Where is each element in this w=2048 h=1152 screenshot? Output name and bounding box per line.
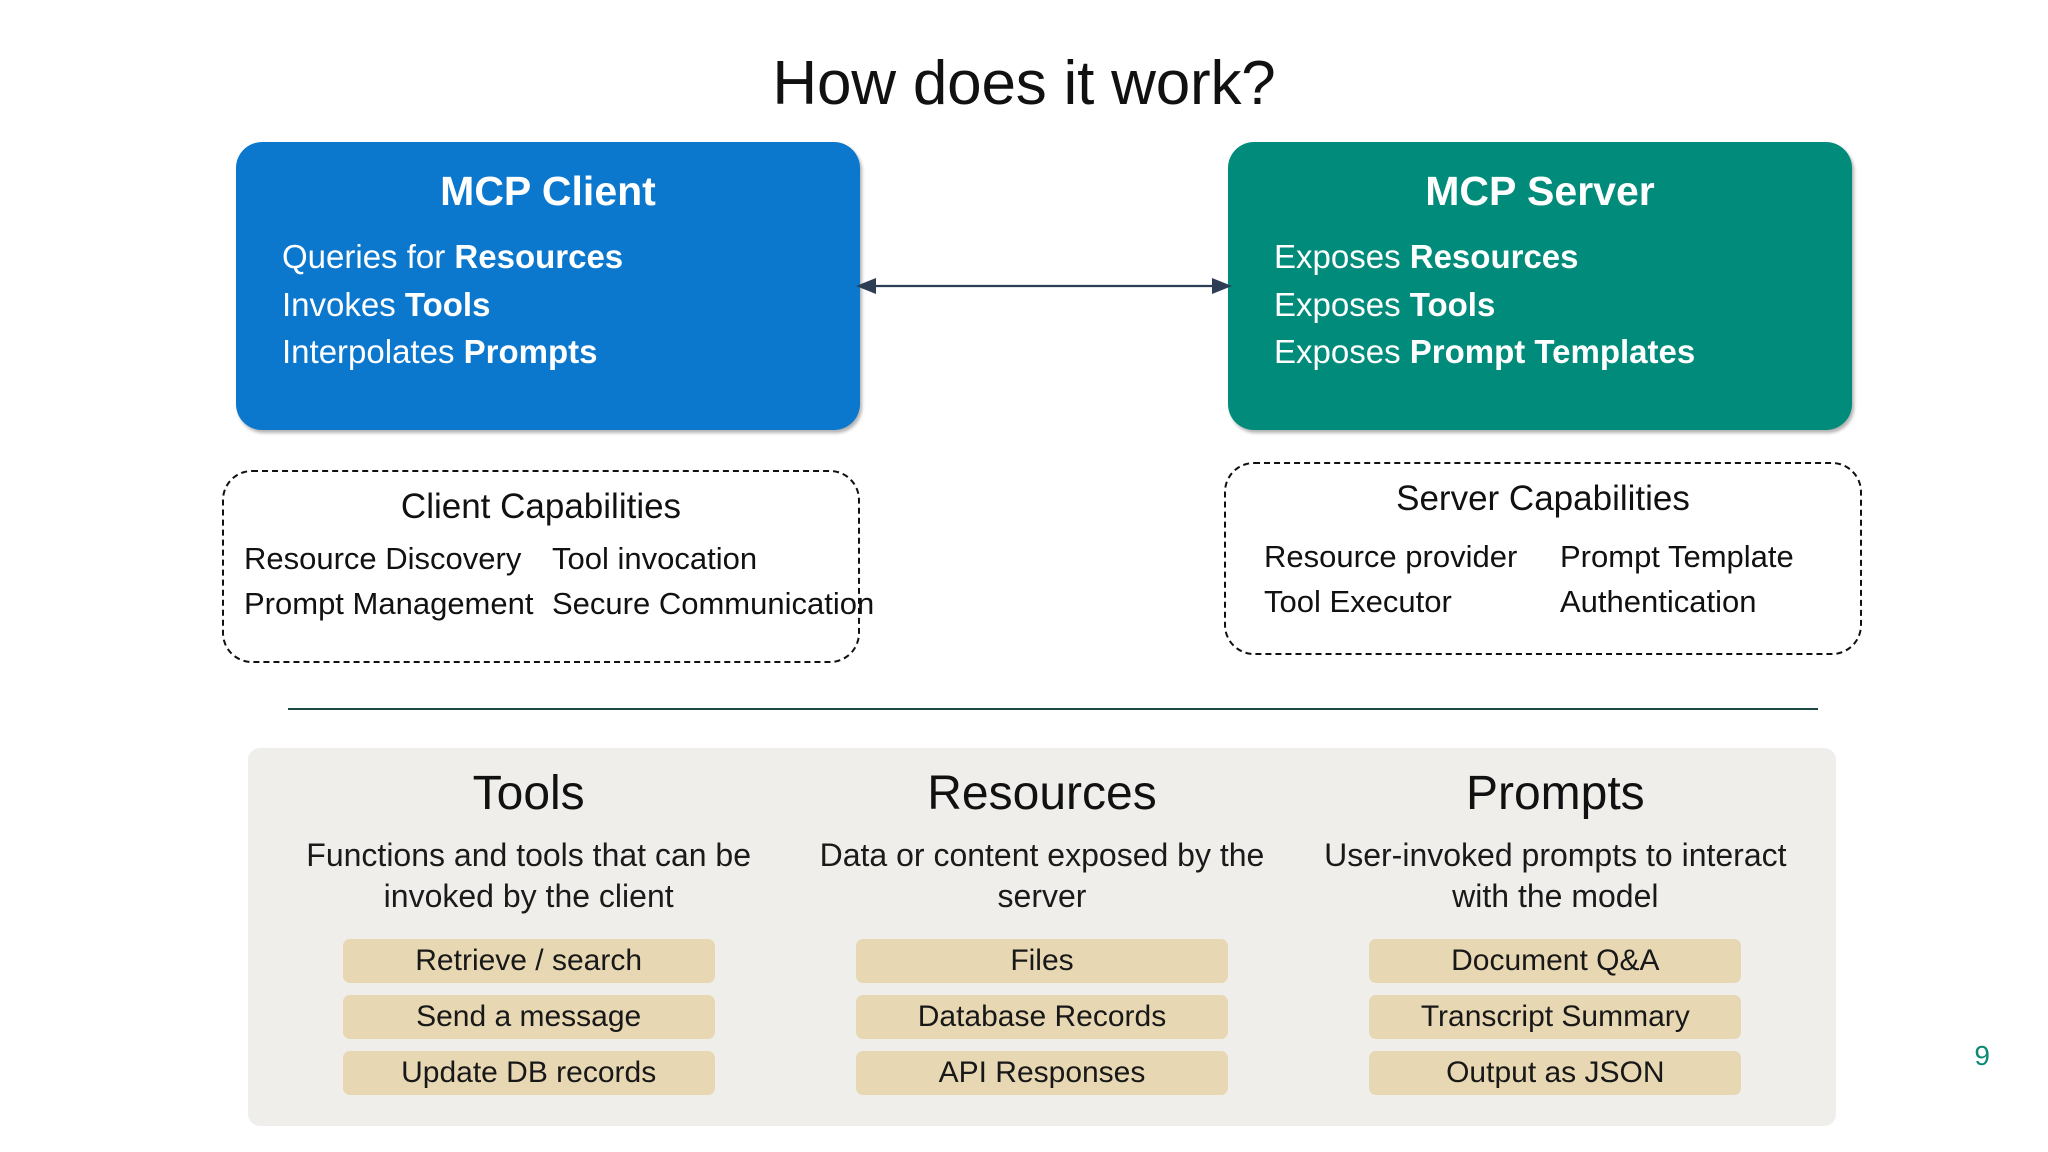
mcp-server-line-1: Exposes Resources [1274, 233, 1806, 281]
column-title: Prompts [1465, 767, 1645, 820]
chip-item[interactable]: API Responses [855, 1050, 1228, 1095]
bidirectional-arrow-icon [856, 262, 1232, 310]
client-capability-item: Tool invocation [552, 541, 758, 576]
mcp-client-title: MCP Client [440, 168, 656, 214]
client-capability-item: Secure Communication [552, 585, 875, 621]
server-capability-item: Resource provider [1264, 539, 1518, 574]
chip-item[interactable]: Output as JSON [1369, 1050, 1742, 1095]
client-capability-item: Prompt Management [244, 585, 534, 621]
column-description: User-invoked prompts to interact with th… [1324, 836, 1787, 914]
mcp-client-line-1-prefix: Queries for [282, 238, 455, 276]
mcp-client-line-3-strong: Prompts [463, 333, 598, 371]
server-capability-item: Prompt Template [1560, 539, 1794, 574]
client-capability-item: Resource Discovery [244, 541, 522, 576]
mcp-server-title: MCP Server [1425, 168, 1655, 214]
primitives-columns: Tools Functions and tools that can be in… [248, 748, 1836, 1126]
primitives-column-resources: Resources Data or content exposed by the… [785, 767, 1298, 1104]
client-capabilities-grid: Resource Discovery Tool invocation Promp… [242, 538, 874, 625]
mcp-client-line-1: Queries for Resources [282, 233, 814, 281]
chip-stack: Document Q&A Transcript Summary Output a… [1299, 938, 1812, 1095]
mcp-server-line-3: Exposes Prompt Templates [1274, 328, 1806, 376]
mcp-client-line-1-strong: Resources [454, 238, 624, 276]
mcp-server-line-2: Exposes Tools [1274, 281, 1806, 329]
chip-item[interactable]: Files [855, 938, 1228, 983]
mcp-client-line-3: Interpolates Prompts [282, 328, 814, 376]
mcp-server-line-1-prefix: Exposes [1274, 238, 1410, 276]
mcp-server-line-1-strong: Resources [1409, 238, 1579, 276]
column-description: Functions and tools that can be invoked … [306, 836, 752, 914]
mcp-client-box[interactable]: MCP Client Queries for Resources Invokes… [236, 142, 860, 430]
server-capability-item: Authentication [1560, 583, 1757, 619]
chip-item[interactable]: Retrieve / search [342, 938, 715, 983]
chip-item[interactable]: Document Q&A [1369, 938, 1742, 983]
mcp-client-line-3-prefix: Interpolates [282, 333, 464, 371]
column-title: Tools [472, 767, 585, 820]
chip-item[interactable]: Database Records [855, 994, 1228, 1039]
column-description: Data or content exposed by the server [819, 836, 1265, 914]
mcp-client-line-2-strong: Tools [404, 285, 491, 323]
mcp-server-line-2-strong: Tools [1409, 285, 1496, 323]
server-capabilities-grid: Resource provider Prompt Template Tool E… [1244, 530, 1842, 623]
server-capabilities-box: Server Capabilities Resource provider Pr… [1224, 462, 1862, 655]
column-title: Resources [927, 767, 1157, 820]
mcp-client-line-2: Invokes Tools [282, 281, 814, 329]
primitives-column-prompts: Prompts User-invoked prompts to interact… [1299, 767, 1812, 1104]
mcp-server-line-2-prefix: Exposes [1274, 285, 1410, 323]
client-capabilities-box: Client Capabilities Resource Discovery T… [222, 470, 874, 663]
page-number: 9 [1974, 1040, 1990, 1071]
chip-stack: Files Database Records API Responses [785, 938, 1298, 1095]
chip-item[interactable]: Update DB records [342, 1050, 715, 1095]
primitives-column-tools: Tools Functions and tools that can be in… [272, 767, 785, 1104]
mcp-server-line-3-strong: Prompt Templates [1409, 333, 1696, 371]
client-capabilities-title: Client Capabilities [400, 487, 682, 526]
chip-item[interactable]: Send a message [342, 994, 715, 1039]
mcp-server-box[interactable]: MCP Server Exposes Resources Exposes Too… [1228, 142, 1852, 430]
server-capability-item: Tool Executor [1264, 583, 1452, 619]
page-title: How does it work? [772, 49, 1276, 118]
section-divider [288, 708, 1818, 710]
mcp-server-line-3-prefix: Exposes [1274, 333, 1410, 371]
chip-item[interactable]: Transcript Summary [1369, 994, 1742, 1039]
chip-stack: Retrieve / search Send a message Update … [272, 938, 785, 1095]
primitives-panel: Tools Functions and tools that can be in… [248, 748, 1836, 1126]
mcp-client-line-2-prefix: Invokes [282, 285, 405, 323]
server-capabilities-title: Server Capabilities [1396, 479, 1690, 518]
